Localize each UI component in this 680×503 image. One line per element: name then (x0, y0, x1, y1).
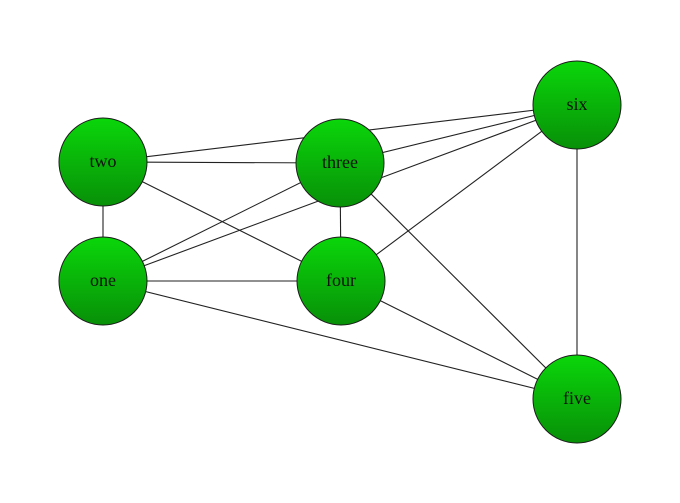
node-circle-six (532, 60, 622, 150)
graph-node-six: six (532, 60, 622, 150)
node-circle-five (532, 354, 622, 444)
node-circle-four (296, 236, 386, 326)
graph-node-one: one (58, 236, 148, 326)
node-label-six: six (566, 94, 587, 114)
node-circle-one (58, 236, 148, 326)
node-label-five: five (563, 388, 591, 408)
node-label-four: four (326, 270, 356, 290)
graph-node-five: five (532, 354, 622, 444)
node-circle-three (295, 118, 385, 208)
node-label-three: three (322, 152, 358, 172)
graph-node-three: three (295, 118, 385, 208)
node-label-one: one (90, 270, 116, 290)
graph-node-two: two (58, 117, 148, 207)
edge-one-five (102, 280, 578, 400)
edge-three-five (339, 162, 578, 400)
node-layer: one two three four five six (58, 60, 622, 444)
graph-node-four: four (296, 236, 386, 326)
node-label-two: two (90, 151, 117, 171)
edge-four-six (340, 104, 578, 282)
node-circle-two (58, 117, 148, 207)
